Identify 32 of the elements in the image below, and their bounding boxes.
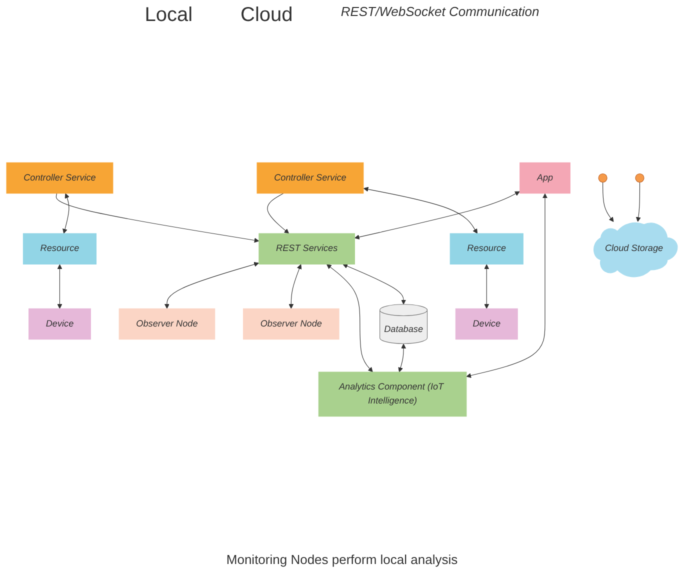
node-box: App bbox=[520, 162, 570, 194]
arrow bbox=[354, 191, 520, 240]
node-box: Device bbox=[28, 308, 91, 340]
node-box: Resource bbox=[22, 233, 97, 264]
arrow bbox=[164, 262, 259, 309]
arrow bbox=[484, 264, 490, 309]
arrow bbox=[363, 186, 478, 234]
section-heading: Local bbox=[144, 4, 194, 27]
arrow bbox=[62, 193, 70, 234]
node-box: Resource bbox=[450, 233, 524, 264]
node-box: Controller Service bbox=[256, 162, 364, 194]
arrow bbox=[326, 264, 373, 372]
note-text: Monitoring Nodes perform local analysis bbox=[226, 552, 458, 567]
arrow bbox=[56, 193, 260, 243]
arrow bbox=[57, 264, 62, 309]
node-box: Observer Node bbox=[118, 308, 216, 340]
node-box: REST Services bbox=[258, 233, 355, 264]
arrow bbox=[342, 264, 406, 305]
node-circle bbox=[598, 173, 608, 183]
arrow bbox=[267, 193, 290, 234]
node-box: Controller Service bbox=[6, 162, 114, 194]
arrow bbox=[602, 182, 614, 222]
section-heading: Cloud bbox=[240, 4, 294, 27]
node-circle bbox=[635, 173, 644, 183]
node-box: Device bbox=[455, 308, 518, 340]
note-text: REST/WebSocket Communication bbox=[340, 4, 540, 21]
arrow bbox=[466, 193, 548, 378]
arrow bbox=[636, 182, 641, 222]
arrow bbox=[398, 344, 406, 372]
arrow bbox=[288, 264, 302, 309]
node-box: Analytics Component (IoT Intelligence) bbox=[318, 372, 467, 417]
node-box: Observer Node bbox=[242, 308, 340, 340]
